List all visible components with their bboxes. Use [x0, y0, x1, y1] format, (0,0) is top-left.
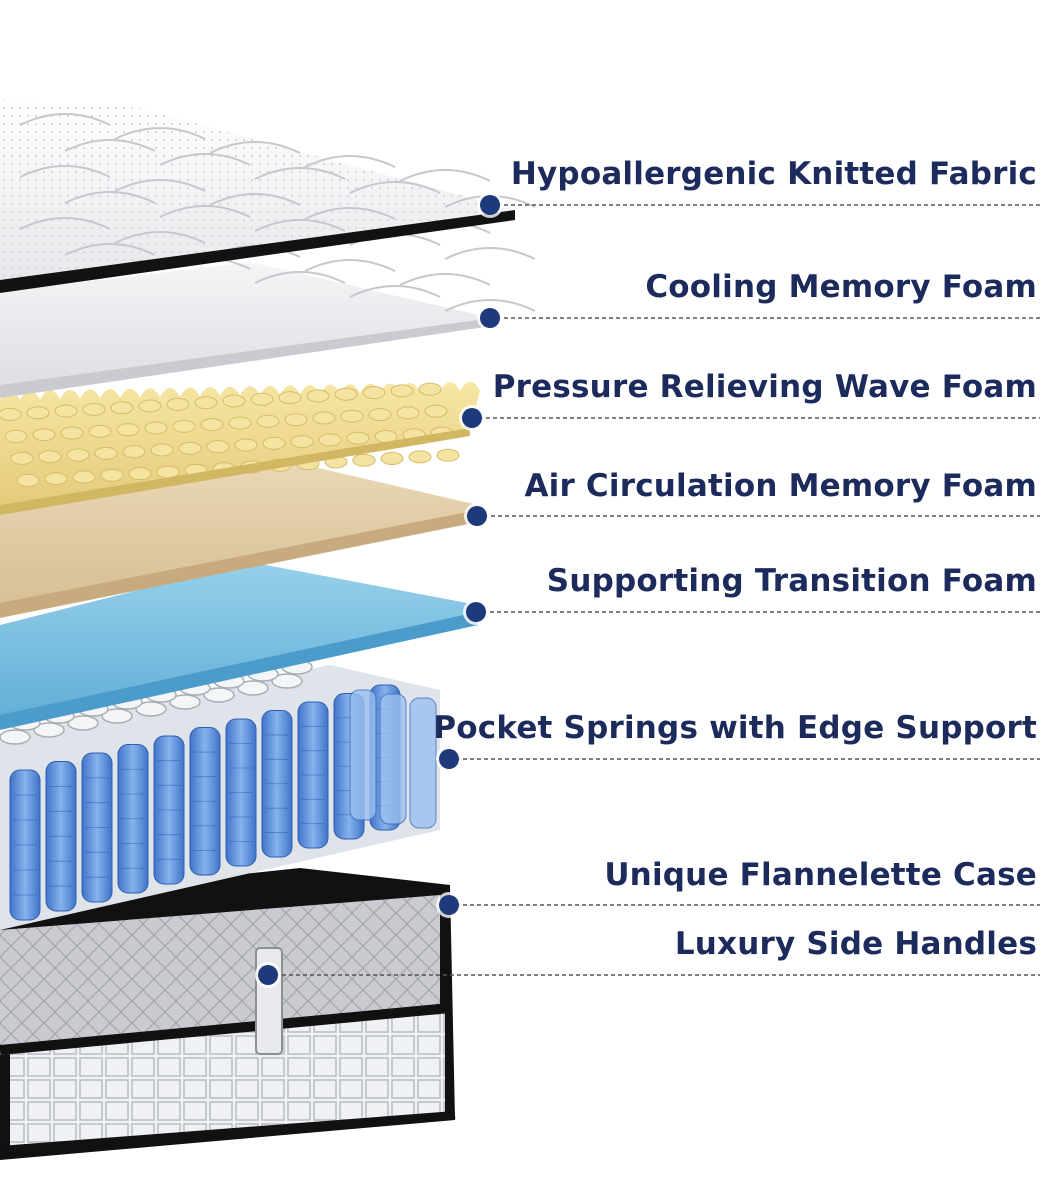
wave-foam-layer: [0, 381, 480, 515]
label-unique-flannelette-case: Unique Flannelette Case: [604, 857, 1037, 893]
pocket-springs: [0, 645, 440, 930]
cooling-foam-layer: [0, 262, 492, 398]
label-supporting-transition-foam: Supporting Transition Foam: [546, 563, 1037, 599]
label-air-circulation-memory-foam: Air Circulation Memory Foam: [524, 468, 1037, 504]
label-pressure-relieving-wave-foam: Pressure Relieving Wave Foam: [492, 369, 1037, 405]
label-pocket-springs-with-edge-support: Pocket Springs with Edge Support: [433, 710, 1037, 746]
air-circulation-foam-layer: [0, 458, 478, 618]
flannelette-case: [0, 868, 456, 1160]
label-hypoallergenic-knitted-fabric: Hypoallergenic Knitted Fabric: [510, 156, 1037, 192]
callout-markers: [255, 192, 1040, 988]
knitted-fabric-layer: [0, 100, 536, 312]
transition-foam-layer: [0, 562, 478, 730]
label-cooling-memory-foam: Cooling Memory Foam: [645, 269, 1037, 305]
label-luxury-side-handles: Luxury Side Handles: [674, 926, 1037, 962]
